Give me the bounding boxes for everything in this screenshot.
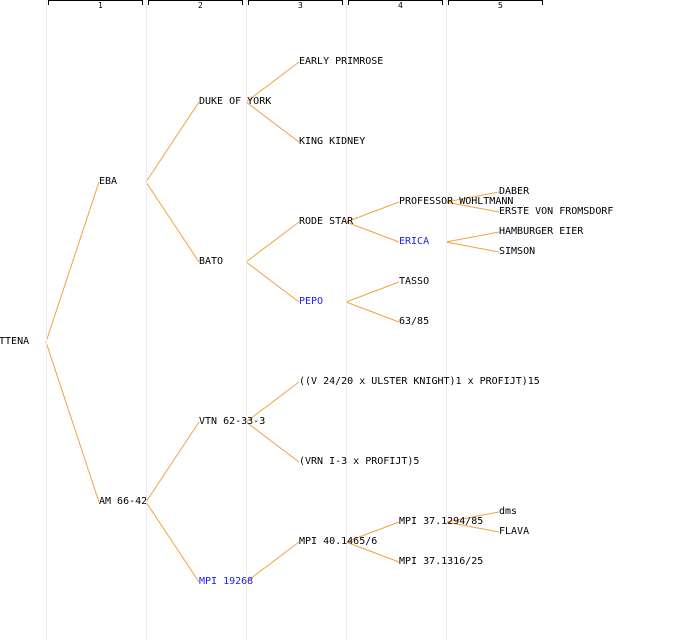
pedigree-node: HAMBURGER EIER	[499, 226, 584, 237]
pedigree-edge	[445, 191, 500, 203]
pedigree-node: dms	[499, 506, 518, 517]
pedigree-edge	[145, 501, 200, 583]
pedigree-node-link[interactable]: ERICA	[399, 236, 430, 247]
pedigree-node: FLAVA	[499, 526, 530, 537]
generation-ruler	[348, 0, 443, 5]
generation-number: 4	[398, 1, 403, 10]
pedigree-edge	[145, 101, 200, 183]
pedigree-edge	[45, 181, 100, 343]
pedigree-node: SIMSON	[499, 246, 536, 257]
pedigree-node: PROFESSOR WOHLTMANN	[399, 196, 514, 207]
pedigree-edge	[45, 341, 100, 503]
pedigree-edge	[345, 301, 400, 323]
pedigree-node: AM 66-42	[99, 496, 148, 507]
pedigree-edge	[445, 201, 500, 213]
pedigree-edge	[445, 231, 500, 243]
pedigree-node: TASSO	[399, 276, 430, 287]
pedigree-edge	[345, 281, 400, 303]
generation-ruler	[248, 0, 343, 5]
pedigree-node: RODE STAR	[299, 216, 354, 227]
generation-number: 2	[198, 1, 203, 10]
pedigree-edge	[245, 221, 300, 263]
pedigree-edge	[245, 541, 300, 583]
pedigree-node: MPI 40.1465/6	[299, 536, 378, 547]
pedigree-node: EBA	[99, 176, 118, 187]
pedigree-node: KING KIDNEY	[299, 136, 366, 147]
pedigree-node: BATO	[199, 256, 224, 267]
pedigree-node: 63/85	[399, 316, 430, 327]
pedigree-edge	[145, 421, 200, 503]
generation-column	[46, 0, 47, 640]
pedigree-edge	[445, 241, 500, 253]
generation-column	[446, 0, 447, 640]
pedigree-node: ((V 24/20 x ULSTER KNIGHT)1 x PROFIJT)15	[299, 376, 540, 387]
pedigree-node: (VRN I-3 x PROFIJT)5	[299, 456, 420, 467]
pedigree-node: OTTENA	[0, 336, 30, 347]
pedigree-node: MPI 37.1294/85	[399, 516, 484, 527]
generation-column	[246, 0, 247, 640]
pedigree-edge	[345, 541, 400, 563]
pedigree-edge	[345, 201, 400, 223]
pedigree-node-link[interactable]: PEPO	[299, 296, 324, 307]
generation-number: 3	[298, 1, 303, 10]
pedigree-node: EARLY PRIMROSE	[299, 56, 384, 67]
pedigree-edge	[445, 511, 500, 523]
pedigree-node: DABER	[499, 186, 530, 197]
pedigree-node-link[interactable]: MPI 19268	[199, 576, 254, 587]
pedigree-edge	[245, 381, 300, 423]
pedigree-edge	[245, 101, 300, 143]
pedigree-edge	[445, 521, 500, 533]
generation-column	[146, 0, 147, 640]
pedigree-edge	[145, 181, 200, 263]
pedigree-node: ERSTE VON FROMSDORF	[499, 206, 614, 217]
generation-ruler	[148, 0, 243, 5]
generation-column	[346, 0, 347, 640]
pedigree-node: VTN 62-33-3	[199, 416, 266, 427]
generation-ruler	[48, 0, 143, 5]
generation-ruler	[448, 0, 543, 5]
generation-number: 1	[98, 1, 103, 10]
pedigree-node: MPI 37.1316/25	[399, 556, 484, 567]
pedigree-node: DUKE OF YORK	[199, 96, 272, 107]
pedigree-edge	[245, 421, 300, 463]
pedigree-edge	[345, 521, 400, 543]
pedigree-edge	[245, 61, 300, 103]
pedigree-edge	[345, 221, 400, 243]
pedigree-edge	[245, 261, 300, 303]
generation-number: 5	[498, 1, 503, 10]
